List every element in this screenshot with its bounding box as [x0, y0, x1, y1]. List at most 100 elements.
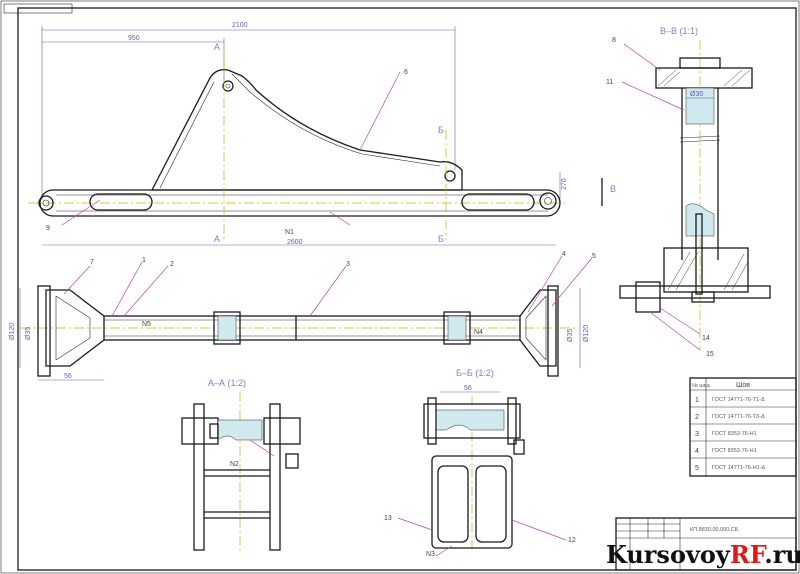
section-aa: А–А (1:2) N2 — [181, 378, 301, 552]
vv-lower-base — [619, 285, 771, 299]
dim-bottom-overall: 2600 — [287, 239, 303, 246]
inner-block — [443, 311, 471, 345]
weld-table-row-no: 4 — [695, 448, 699, 455]
watermark-text-right: .ru — [764, 540, 800, 569]
section-bb-weld — [435, 409, 505, 431]
upper-arm-pin — [222, 80, 234, 92]
title-block-code: КП.8830.00.000.СБ — [690, 527, 739, 533]
weld-n4: N4 — [474, 329, 483, 336]
weld-table-row-spec: ГОСТ 14771-76-Н1-Δ — [712, 465, 766, 471]
watermark-text-left: Kursovoy — [606, 540, 731, 569]
vv-upper-flange — [655, 67, 753, 89]
part-5: 5 — [592, 253, 596, 260]
cut-v: В — [610, 184, 616, 194]
end-eye-left — [38, 195, 54, 211]
leader-part-4 — [527, 255, 563, 313]
section-aa-bolt-head — [209, 423, 219, 439]
section-aa-tube-right — [263, 417, 301, 445]
dim-top-left: 950 — [128, 35, 140, 42]
part-12: 12 — [568, 537, 576, 544]
weld-table-header-title: Шов — [736, 382, 750, 389]
dim-height: 270 — [561, 178, 568, 190]
vv-washer — [691, 291, 715, 303]
dim-plan-left-inner: Ø35 — [25, 327, 32, 340]
sheet-inner-frame — [17, 7, 797, 571]
leader-part-2 — [123, 265, 169, 317]
title-block: КП.8830.00.000.СБ — [615, 517, 797, 571]
section-aa-weld — [217, 419, 263, 441]
dim-plan-left-outer: Ø120 — [9, 323, 16, 340]
section-bb-channel-inner-right — [475, 465, 507, 543]
side-view: 2100 950 270 2600 А А Б Б — [28, 22, 616, 246]
end-eye-left-bore — [42, 199, 50, 207]
leader-part-5 — [551, 257, 593, 307]
dim-detail-diameter: Ø30 — [690, 91, 703, 98]
weld-table-row-no: 1 — [695, 397, 699, 404]
inner-block-weld — [447, 315, 467, 341]
end-eye-right-bore — [544, 197, 552, 205]
part-15: 15 — [706, 351, 714, 358]
leader-part-1 — [111, 261, 143, 317]
leader-part-11 — [621, 81, 685, 111]
upper-arm-pin — [225, 83, 231, 89]
part-6: 6 — [404, 69, 408, 76]
dim-plan-right-inner: Ø35 — [567, 329, 574, 342]
vv-hatch — [731, 69, 751, 87]
cut-b-top: Б — [438, 125, 444, 135]
part-11: 11 — [606, 79, 613, 86]
section-bb-bolt-right — [507, 397, 517, 445]
weld-table-row-spec: ГОСТ 8353-76-Н1 — [712, 448, 757, 454]
vv-hatch — [663, 71, 681, 87]
inner-block — [213, 311, 241, 345]
weld-table: № шва Шов 1 ГОСТ 14771-76-Т1-Δ 2 ГОСТ 14… — [689, 377, 797, 477]
right-fork-inner — [525, 295, 547, 361]
leader-part-14 — [659, 307, 701, 335]
upper-arm-inner — [159, 73, 441, 189]
section-aa-tube-left — [181, 417, 219, 445]
leader-part-12 — [511, 519, 567, 541]
weld-n2: N2 — [230, 461, 239, 468]
dim-top-overall: 2100 — [232, 22, 248, 29]
leader-part-6 — [359, 71, 401, 151]
part-3: 3 — [346, 261, 350, 268]
upper-arm — [150, 69, 463, 191]
vv-hatch — [675, 251, 699, 291]
cut-a-bottom: А — [214, 234, 220, 244]
dim-plan-bottom: 56 — [64, 373, 72, 380]
section-aa-nut — [285, 453, 299, 469]
end-eye-right — [539, 192, 557, 210]
left-fork-inner — [55, 295, 91, 361]
left-fork — [45, 289, 105, 367]
vv-hatch — [667, 251, 691, 291]
leader-part-7 — [63, 265, 91, 295]
section-bb-channel-inner-left — [437, 465, 469, 543]
vv-nut — [635, 281, 661, 313]
part-1: 1 — [142, 257, 146, 264]
vv-upper-bore — [685, 87, 715, 125]
vv-hatch — [723, 69, 743, 87]
section-bb-title: Б–Б (1:2) — [456, 368, 494, 378]
section-vv-title: В–В (1:1) — [660, 26, 698, 36]
watermark-text-red: RF — [730, 540, 767, 569]
weld-table-row-no: 2 — [695, 414, 699, 421]
weld-table-row-spec: ГОСТ 8353-76-Н1 — [712, 431, 757, 437]
corner-stamp — [3, 3, 73, 14]
weld-table-header-no: № шва — [692, 383, 711, 389]
vv-hatch — [657, 69, 677, 87]
leader-weld-n3 — [435, 545, 453, 557]
dim-plan-right-outer: Ø120 — [583, 325, 590, 342]
upper-arm-pin-right — [444, 170, 456, 182]
section-vv: В–В (1:1) Ø30 8 11 14 15 — [606, 26, 771, 358]
title-block-frame — [615, 517, 797, 571]
weld-n1: N1 — [285, 229, 294, 236]
vv-hatch — [723, 253, 745, 291]
vv-inner-weld — [685, 203, 715, 237]
part-7: 7 — [90, 259, 94, 266]
part-4: 4 — [562, 251, 566, 258]
section-aa-plate-right — [269, 403, 281, 551]
right-cross-pin — [547, 285, 559, 377]
weld-table-row-spec: ГОСТ 14771-76-Т1-Δ — [712, 397, 765, 403]
beam-slot-left — [89, 193, 153, 211]
plan-view: Ø120 Ø35 Ø35 Ø120 56 N5 N4 7 1 2 3 4 5 — [9, 251, 596, 381]
section-bb-channel-outer — [431, 455, 513, 549]
